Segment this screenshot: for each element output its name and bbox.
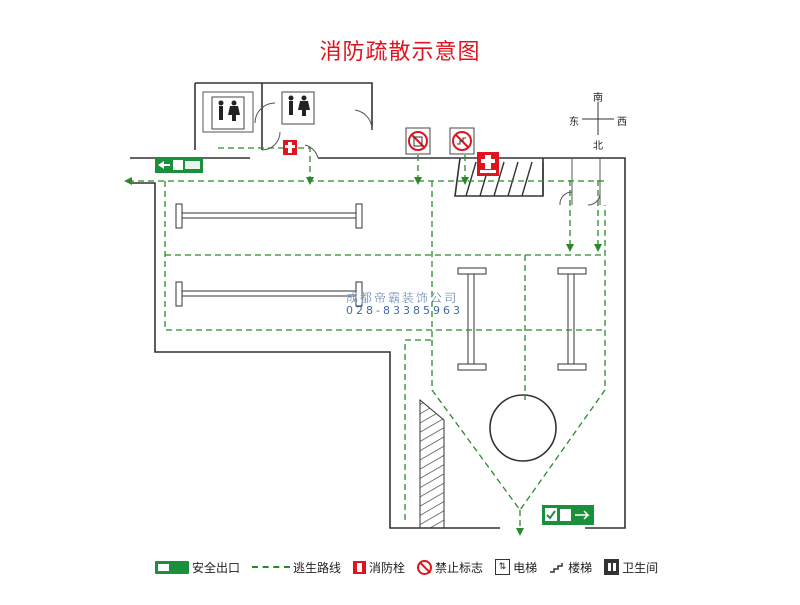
exit-sign	[155, 157, 203, 173]
shelf	[557, 267, 587, 371]
exit-sign	[542, 505, 594, 525]
hatched-column	[419, 398, 445, 529]
legend-item-restroom: 卫生间	[604, 559, 658, 576]
round-table	[489, 394, 557, 462]
escape-route-icon	[252, 566, 291, 568]
elevator-icon: ⇅	[495, 559, 511, 575]
restroom-icon	[604, 559, 620, 575]
compass-west-label: 西	[617, 117, 627, 128]
legend-label: 电梯	[513, 560, 538, 575]
no-stairs-sign-icon	[449, 127, 475, 155]
prohibited-icon	[417, 559, 433, 575]
legend-item-prohibited: 禁止标志	[417, 559, 483, 576]
legend-item-hydrant: 消防栓	[353, 559, 405, 576]
fire-hydrant-icon	[283, 140, 297, 155]
exit-sign-icon	[155, 560, 189, 574]
compass-south-label: 北	[593, 141, 603, 152]
legend-label: 逃生路线	[293, 560, 342, 575]
restroom-icon	[211, 96, 245, 130]
legend-item-exit: 安全出口	[155, 559, 240, 576]
no-elevator-sign-icon	[405, 127, 431, 155]
compass-east-label: 东	[569, 117, 579, 128]
restroom-icon	[281, 91, 315, 125]
compass-rose	[582, 102, 614, 135]
shelf	[175, 203, 363, 229]
shelf	[175, 281, 363, 307]
fire-hydrant-icon	[477, 152, 499, 176]
watermark-phone: 028-83385963	[346, 304, 463, 317]
legend-label: 卫生间	[622, 560, 659, 575]
fire-hydrant-icon	[353, 560, 367, 574]
compass-north-label: 南	[593, 93, 603, 104]
escape-arrowheads	[124, 177, 602, 536]
watermark-company: 成都帝霸装饰公司	[346, 291, 459, 305]
shelf	[457, 267, 487, 371]
legend-label: 禁止标志	[435, 560, 484, 575]
legend-label: 楼梯	[568, 560, 593, 575]
legend-label: 消防栓	[369, 560, 406, 575]
stairs-icon	[550, 563, 563, 573]
page-title: 消防疏散示意图	[319, 40, 481, 65]
escape-route	[128, 147, 608, 530]
legend: 安全出口 逃生路线 消防栓 禁止标志 ⇅ 电梯 楼梯 卫生间	[155, 557, 670, 577]
legend-item-route: 逃生路线	[252, 559, 341, 576]
legend-item-elevator: ⇅ 电梯	[495, 559, 537, 576]
legend-item-stairs: 楼梯	[549, 559, 592, 576]
legend-label: 安全出口	[192, 560, 241, 575]
